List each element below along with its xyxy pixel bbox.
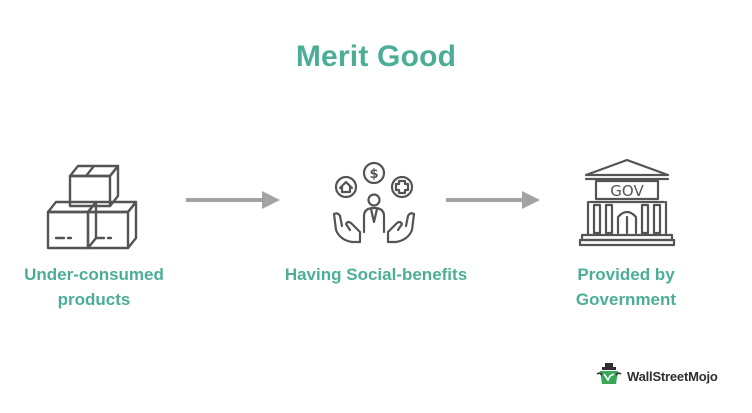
brand-watermark: WallStreetMojo [596, 362, 718, 391]
label-line: Under-consumed [24, 265, 164, 284]
brand-name: WallStreetMojo [627, 368, 718, 384]
step-label-social-benefits: Having Social-benefits [258, 262, 494, 287]
arrow-right-icon [446, 190, 540, 210]
diagram-title: Merit Good [295, 40, 457, 73]
boxes-icon [44, 160, 144, 252]
label-line: Provided by [577, 265, 675, 284]
social-benefits-icon: $ [326, 156, 422, 250]
label-line: products [57, 290, 131, 309]
step-label-under-consumed: Under-consumed products [0, 262, 188, 312]
coin-dollar-icon: $ [369, 167, 378, 182]
government-building-icon: GOV [578, 157, 676, 249]
gov-sign-text: GOV [610, 182, 644, 200]
label-line: Government [575, 290, 677, 309]
step-label-government: Provided by Government [546, 262, 706, 312]
wallstreetmojo-logo-icon [596, 362, 622, 391]
arrow-right-icon [186, 190, 280, 210]
label-line: Having Social-benefits [284, 265, 468, 284]
